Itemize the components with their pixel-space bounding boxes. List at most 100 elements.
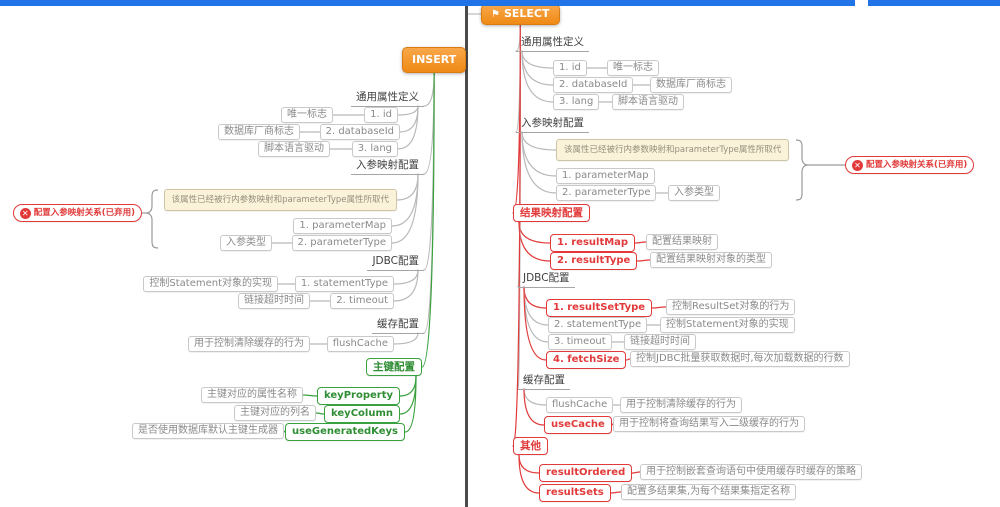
- branch-connector: [523, 388, 547, 406]
- insert-attr-id[interactable]: 1. id: [364, 107, 398, 123]
- insert-attr-databaseid[interactable]: 2. databaseId: [319, 124, 400, 140]
- select-attr-resultmap[interactable]: 1. resultMap: [550, 234, 636, 252]
- branch-connector: [302, 394, 318, 397]
- select-attr-id-desc[interactable]: 唯一标志: [607, 60, 659, 76]
- select-attr-id[interactable]: 1. id: [553, 60, 587, 76]
- branch-connector: [283, 430, 286, 433]
- select-attr-parametertype[interactable]: 2. parameterType: [556, 185, 657, 201]
- select-root-topic[interactable]: ⚑SELECT: [481, 4, 560, 25]
- select-attr-timeout[interactable]: 3. timeout: [548, 334, 612, 350]
- branch-connector: [423, 72, 435, 107]
- insert-root-topic[interactable]: INSERT: [402, 47, 467, 73]
- select-root-label: SELECT: [503, 7, 550, 20]
- select-branch-jdbc[interactable]: JDBC配置: [518, 272, 575, 288]
- insert-attr-keyproperty[interactable]: keyProperty: [317, 387, 400, 405]
- branch-connector: [397, 105, 419, 116]
- insert-attr-timeout[interactable]: 2. timeout: [330, 293, 394, 309]
- select-attr-fetchsize[interactable]: 4. fetchSize: [546, 351, 627, 369]
- select-param-note[interactable]: 该属性已经被行内参数映射和parameterType属性所取代: [556, 139, 790, 161]
- insert-attr-statementtype-desc[interactable]: 控制Statement对象的实现: [143, 276, 278, 292]
- branch-connector: [399, 105, 419, 133]
- select-attr-lang-desc[interactable]: 脚本语言驱动: [612, 94, 684, 110]
- select-attr-resultsets[interactable]: resultSets: [539, 484, 611, 502]
- insert-attr-keycolumn[interactable]: keyColumn: [324, 405, 400, 423]
- insert-attr-lang[interactable]: 3. lang: [351, 141, 398, 157]
- insert-attr-keyproperty-desc[interactable]: 主键对应的属性名称: [201, 387, 303, 403]
- branch-connector: [625, 358, 631, 361]
- select-attr-usecache-desc[interactable]: 用于控制将查询结果写入二级缓存的行为: [613, 416, 805, 432]
- branch-connector: [423, 72, 435, 175]
- select-attr-statementtype-desc[interactable]: 控制Statement对象的实现: [660, 317, 795, 333]
- insert-attr-statementtype[interactable]: 1. statementType: [294, 276, 394, 292]
- select-attr-resultmap-desc[interactable]: 配置结果映射: [646, 234, 718, 250]
- select-branch-param-mapping[interactable]: 入参映射配置: [516, 117, 589, 133]
- select-attr-flushcache[interactable]: flushCache: [546, 397, 614, 413]
- branch-connector: [393, 269, 419, 285]
- summary-bracket-left: [145, 189, 159, 249]
- select-attr-resultsettype-desc[interactable]: 控制ResultSet对象的行为: [666, 299, 796, 315]
- branch-connector: [391, 173, 419, 244]
- insert-attr-timeout-desc[interactable]: 链接超时时间: [238, 293, 310, 309]
- deprecated-text: 配置入参映射关系(已弃用): [33, 208, 135, 218]
- insert-branch-common-attrs[interactable]: 通用属性定义: [351, 91, 424, 107]
- insert-branch-param-mapping[interactable]: 入参映射配置: [351, 159, 424, 175]
- branch-connector: [404, 375, 417, 433]
- select-attr-statementtype[interactable]: 2. statementType: [548, 317, 648, 333]
- insert-attr-parametertype[interactable]: 2. parameterType: [291, 235, 392, 251]
- branch-connector: [393, 332, 419, 345]
- select-branch-cache[interactable]: 缓存配置: [518, 374, 570, 390]
- branch-connector: [634, 241, 647, 244]
- branch-connector: [521, 131, 557, 151]
- insert-param-note[interactable]: 该属性已经被行内参数映射和parameterType属性所取代: [163, 189, 397, 211]
- insert-parametermap-deprecated[interactable]: ✕ 配置入参映射关系(已弃用): [12, 204, 142, 222]
- insert-attr-databaseid-desc[interactable]: 数据库厂商标志: [218, 124, 300, 140]
- select-branch-result-mapping[interactable]: 结果映射配置: [513, 204, 590, 222]
- deprecated-icon: ✕: [852, 159, 863, 171]
- insert-attr-usegeneratedkeys-desc[interactable]: 是否使用数据库默认主键生成器: [132, 423, 284, 439]
- select-attr-lang[interactable]: 3. lang: [553, 94, 600, 110]
- top-bar: [0, 0, 1000, 6]
- select-attr-resultsettype[interactable]: 1. resultSetType: [546, 299, 653, 317]
- select-branch-common-attrs[interactable]: 通用属性定义: [516, 36, 589, 52]
- select-attr-parametertype-desc[interactable]: 入参类型: [668, 185, 720, 201]
- select-attr-flushcache-desc[interactable]: 用于控制清除缓存的行为: [620, 397, 742, 413]
- select-attr-resulttype-desc[interactable]: 配置结果映射对象的类型: [650, 252, 772, 268]
- select-branch-other[interactable]: 其他: [513, 437, 548, 455]
- select-attr-resultordered[interactable]: resultOrdered: [539, 464, 633, 482]
- branch-connector: [651, 306, 667, 309]
- branch-connector: [636, 259, 651, 262]
- select-attr-parametermap[interactable]: 1. parameterMap: [556, 168, 655, 184]
- select-attr-resultordered-desc[interactable]: 用于控制嵌套查询语句中使用缓存时缓存的策略: [640, 464, 862, 480]
- select-attr-fetchsize-desc[interactable]: 控制JDBC批量获取数据时,每次加载数据的行数: [630, 351, 850, 367]
- branch-connector: [631, 471, 641, 474]
- select-attr-databaseid[interactable]: 2. databaseId: [553, 77, 634, 93]
- insert-branch-primary-key[interactable]: 主键配置: [366, 358, 422, 376]
- branch-connector: [421, 72, 435, 368]
- insert-root-label: INSERT: [412, 53, 457, 66]
- select-parametermap-deprecated[interactable]: ✕ 配置入参映射关系(已弃用): [845, 156, 975, 174]
- insert-attr-flushcache-desc[interactable]: 用于控制清除缓存的行为: [188, 336, 310, 352]
- insert-branch-jdbc[interactable]: JDBC配置: [367, 255, 424, 271]
- branch-connector: [518, 221, 551, 244]
- select-attr-resultsets-desc[interactable]: 配置多结果集,为每个结果集指定名称: [621, 484, 797, 500]
- deprecated-icon: ✕: [19, 207, 31, 219]
- select-attr-timeout-desc[interactable]: 链接超时时间: [624, 334, 696, 350]
- insert-attr-usegeneratedkeys[interactable]: useGeneratedKeys: [285, 423, 405, 441]
- select-attr-resulttype[interactable]: 2. resultType: [550, 252, 638, 270]
- branch-connector: [315, 412, 325, 415]
- insert-attr-id-desc[interactable]: 唯一标志: [281, 107, 333, 123]
- insert-attr-parametermap[interactable]: 1. parameterMap: [293, 218, 392, 234]
- insert-attr-lang-desc[interactable]: 脚本语言驱动: [258, 141, 330, 157]
- top-bar-notch: [855, 0, 868, 6]
- insert-attr-flushcache[interactable]: flushCache: [326, 336, 394, 352]
- insert-attr-parametertype-desc[interactable]: 入参类型: [220, 235, 272, 251]
- branch-connector: [610, 491, 622, 494]
- insert-attr-keycolumn-desc[interactable]: 主键对应的列名: [234, 405, 316, 421]
- branch-connector: [393, 269, 419, 302]
- branch-connector: [396, 173, 419, 201]
- select-attr-databaseid-desc[interactable]: 数据库厂商标志: [650, 77, 732, 93]
- insert-branch-cache[interactable]: 缓存配置: [372, 318, 424, 334]
- select-attr-usecache[interactable]: useCache: [544, 416, 612, 434]
